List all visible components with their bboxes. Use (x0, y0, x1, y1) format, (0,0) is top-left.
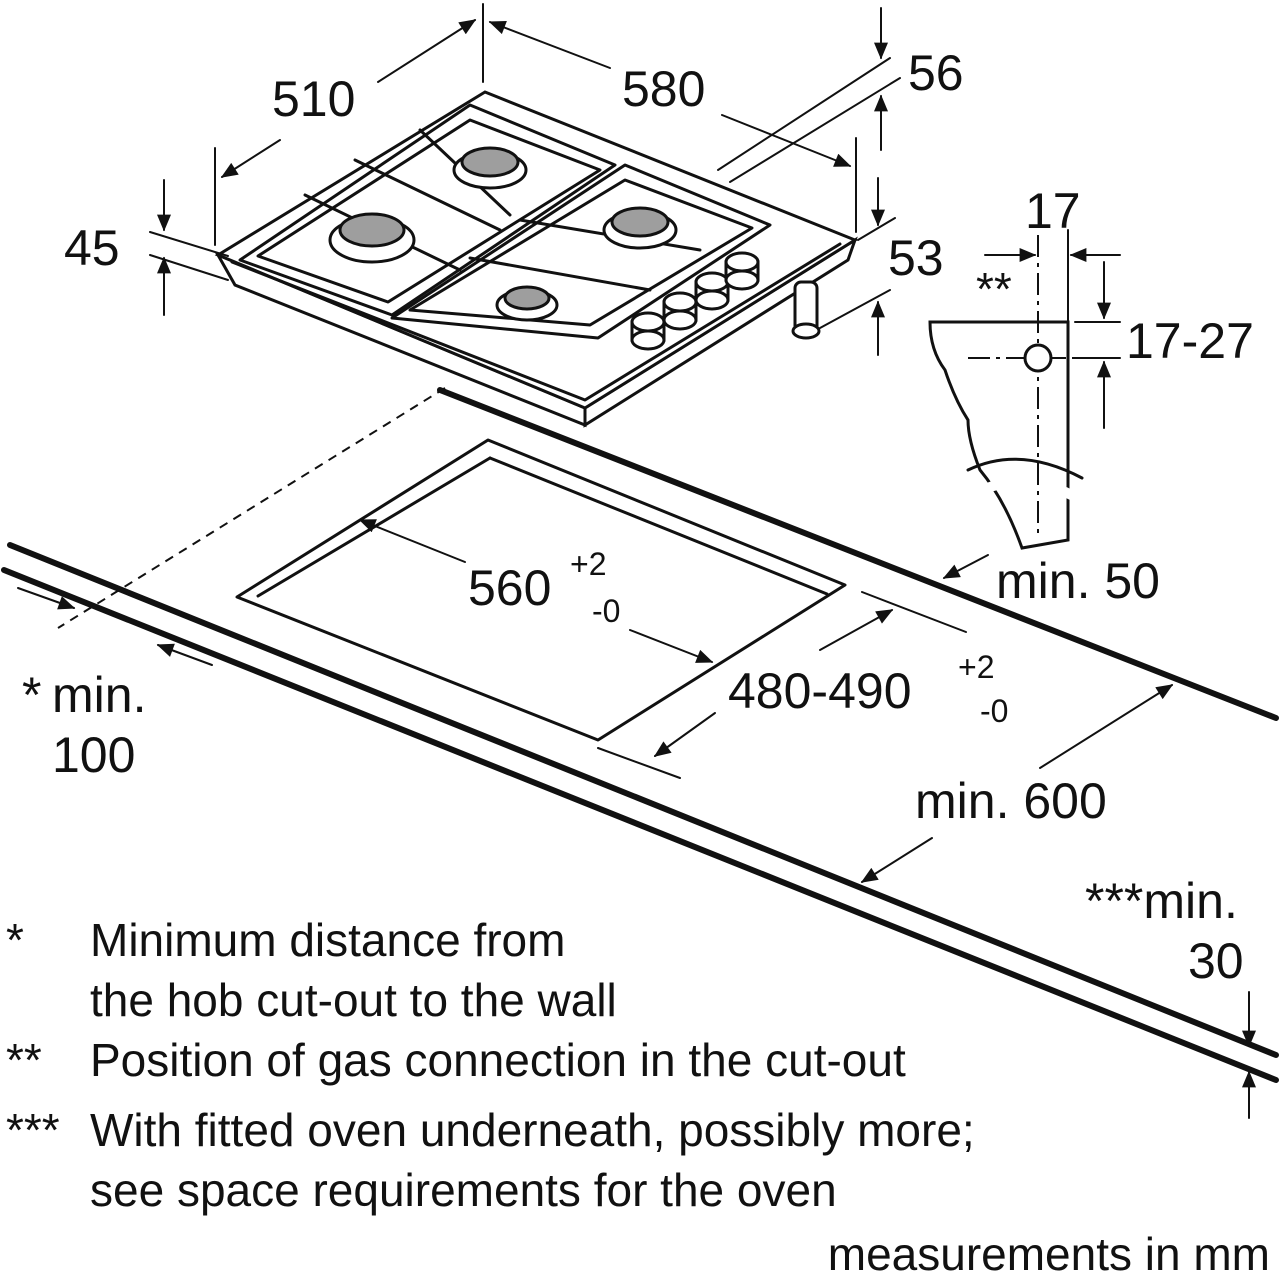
label-56: 56 (908, 45, 964, 101)
legend-text-3a: With fitted oven underneath, possibly mo… (90, 1104, 975, 1156)
gas-connection-circle (1023, 343, 1053, 373)
cutout-inner-back (488, 456, 829, 596)
hob-top-edge-inner (230, 242, 842, 402)
label-min-30-line1: ***min. (1085, 873, 1238, 929)
legend-item-1: * Minimum distance from the hob cut-out … (6, 914, 617, 1026)
label-gas-marker: ** (976, 263, 1012, 315)
knob-4 (724, 251, 760, 291)
label-min-600: min. 600 (915, 773, 1107, 829)
cutout-outer (235, 438, 847, 742)
label-min-100-line2: 100 (52, 727, 135, 783)
pan-support-right (390, 163, 772, 340)
legend-item-2: ** Position of gas connection in the cut… (6, 1034, 906, 1086)
legend-marker-3: *** (6, 1104, 60, 1156)
label-17: 17 (1025, 183, 1081, 239)
legend-text-1a: Minimum distance from (90, 914, 565, 966)
dim-580-arrow-left (488, 20, 611, 69)
burner-front-right (495, 285, 559, 322)
dim-510-arrow-left (220, 139, 281, 178)
knob-3 (694, 271, 730, 311)
legend-item-3: *** With fitted oven underneath, possibl… (6, 1104, 975, 1216)
legend-marker-2: ** (6, 1034, 42, 1086)
legend: * Minimum distance from the hob cut-out … (6, 914, 975, 1216)
worktop-front-edge-bottom (1, 567, 1279, 1083)
label-min-100-marker: * (22, 667, 41, 723)
label-480-490: 480-490 (728, 663, 912, 719)
legend-marker-1: * (6, 914, 24, 966)
dim-480-arrow-up (819, 609, 894, 651)
dim-510-arrow-right (377, 19, 477, 83)
burner-rear-left (452, 146, 528, 190)
dim-min50-arrow (942, 554, 989, 579)
label-560: 560 (468, 560, 551, 616)
break-line-1 (966, 457, 1084, 480)
pan-support-left (238, 103, 617, 317)
dimension-labels: 510 580 45 56 53 17 17-27 ** 560 +2 -0 4… (22, 45, 1254, 989)
label-17-27: 17-27 (1126, 313, 1254, 369)
gas-connection-detail (928, 229, 1121, 550)
label-560-tol-plus: +2 (570, 546, 606, 582)
worktop (1, 387, 1279, 1083)
label-45: 45 (64, 220, 120, 276)
dim-min100-arrow-left (156, 643, 213, 666)
dim-min600-arrow-up (1039, 684, 1174, 769)
units-note: measurements in mm (828, 1228, 1270, 1280)
gas-pipe-end (791, 322, 821, 340)
label-53: 53 (888, 230, 944, 286)
label-480-tol-plus: +2 (958, 649, 994, 685)
knob-1 (630, 311, 666, 351)
cutout-wall-projection (57, 387, 446, 629)
dim-min100-arrow-right (17, 587, 76, 610)
label-min-30-line2: 30 (1188, 933, 1244, 989)
dim-560-arrow-right (629, 629, 714, 663)
worktop-front-edge-top (7, 542, 1279, 1058)
dim-480-arrow-down (653, 712, 716, 757)
dim-580-arrow-right (721, 114, 852, 167)
legend-text-3b: see space requirements for the oven (90, 1164, 837, 1216)
hob-top-plate (214, 90, 859, 410)
label-min-50: min. 50 (996, 553, 1160, 609)
worktop-rear-edge (437, 387, 1279, 721)
label-560-tol-minus: -0 (592, 593, 620, 629)
label-510: 510 (272, 71, 355, 127)
hob (214, 90, 859, 428)
dim-min600-arrow-down (860, 837, 933, 883)
burner-rear-right (602, 206, 678, 250)
label-min-100-line1: min. (52, 667, 146, 723)
worktop-section-profile (928, 320, 1070, 550)
hob-dimensions (149, 3, 901, 356)
label-580: 580 (622, 61, 705, 117)
knob-2 (662, 291, 698, 331)
cutout-inner-left (256, 456, 492, 598)
cutout-dimensions (17, 519, 1256, 1119)
legend-text-1b: the hob cut-out to the wall (90, 974, 617, 1026)
legend-text-2a: Position of gas connection in the cut-ou… (90, 1034, 906, 1086)
control-knobs (630, 251, 760, 351)
dim-560-arrow-left (358, 519, 466, 563)
label-480-tol-minus: -0 (980, 693, 1008, 729)
cutout (57, 387, 847, 742)
burner-front-left (328, 212, 416, 264)
